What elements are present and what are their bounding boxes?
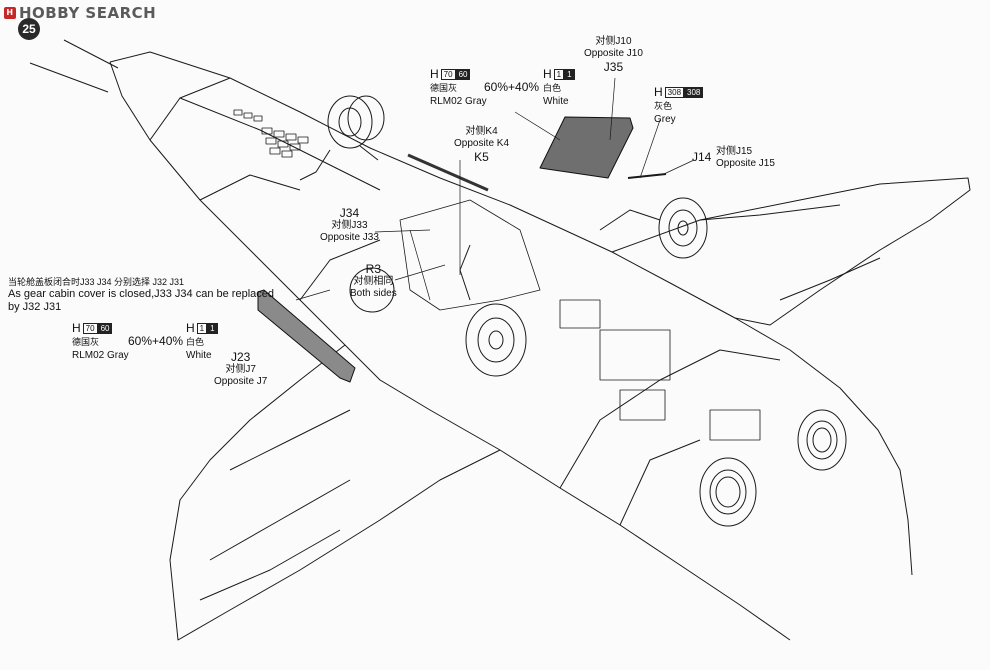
label-j14: J14: [692, 150, 712, 164]
step-number-badge: 25: [18, 18, 40, 40]
mix-ratio-left: 60%+40%: [128, 334, 184, 348]
engine-exhaust-right: [797, 409, 847, 471]
label-j10: 对侧J10 Opposite J10 J35: [584, 36, 643, 74]
nose-panel-grid: [233, 109, 309, 158]
label-j15: 对侧J15 Opposite J15: [716, 146, 775, 169]
left-wing: [169, 344, 501, 641]
intake-ring: [349, 267, 395, 313]
right-wing: [611, 177, 971, 326]
engine-exhaust-left: [699, 457, 757, 527]
hobby-search-watermark: H HOBBY SEARCH: [4, 4, 156, 22]
gear-cover-note: 当轮舱盖板闭合时J33 J34 分别选择 J32 J31 As gear cab…: [8, 277, 274, 313]
leader-lines: [295, 77, 695, 301]
mix-ratio-top: 60%+40%: [484, 80, 540, 94]
gear-bay: [399, 199, 541, 311]
fuselage-panels: [559, 299, 761, 441]
label-j23: J23 对侧J7 Opposite J7: [214, 350, 268, 387]
part-j23-door: [257, 289, 356, 383]
fuselage-lower: [109, 61, 791, 641]
pitot-probe-upper: [63, 39, 119, 69]
label-k4: 对侧K4 Opposite K4 K5: [454, 126, 510, 164]
nose-gear-wheel: [299, 95, 385, 181]
pitot-probe-lower: [29, 62, 109, 93]
main-gear-wheel-right: [599, 197, 708, 259]
hobby-search-logo-icon: H: [4, 7, 16, 19]
label-j34: J34 对侧J33 Opposite J33: [320, 206, 379, 243]
label-r3: R3 对侧相同 Both sides: [350, 262, 397, 299]
part-j35-door: [539, 116, 634, 179]
part-j14-rod: [627, 173, 667, 179]
watermark-text: HOBBY SEARCH: [19, 4, 157, 22]
part-k5-rod: [407, 153, 489, 192]
main-gear-wheel-center: [459, 244, 527, 377]
